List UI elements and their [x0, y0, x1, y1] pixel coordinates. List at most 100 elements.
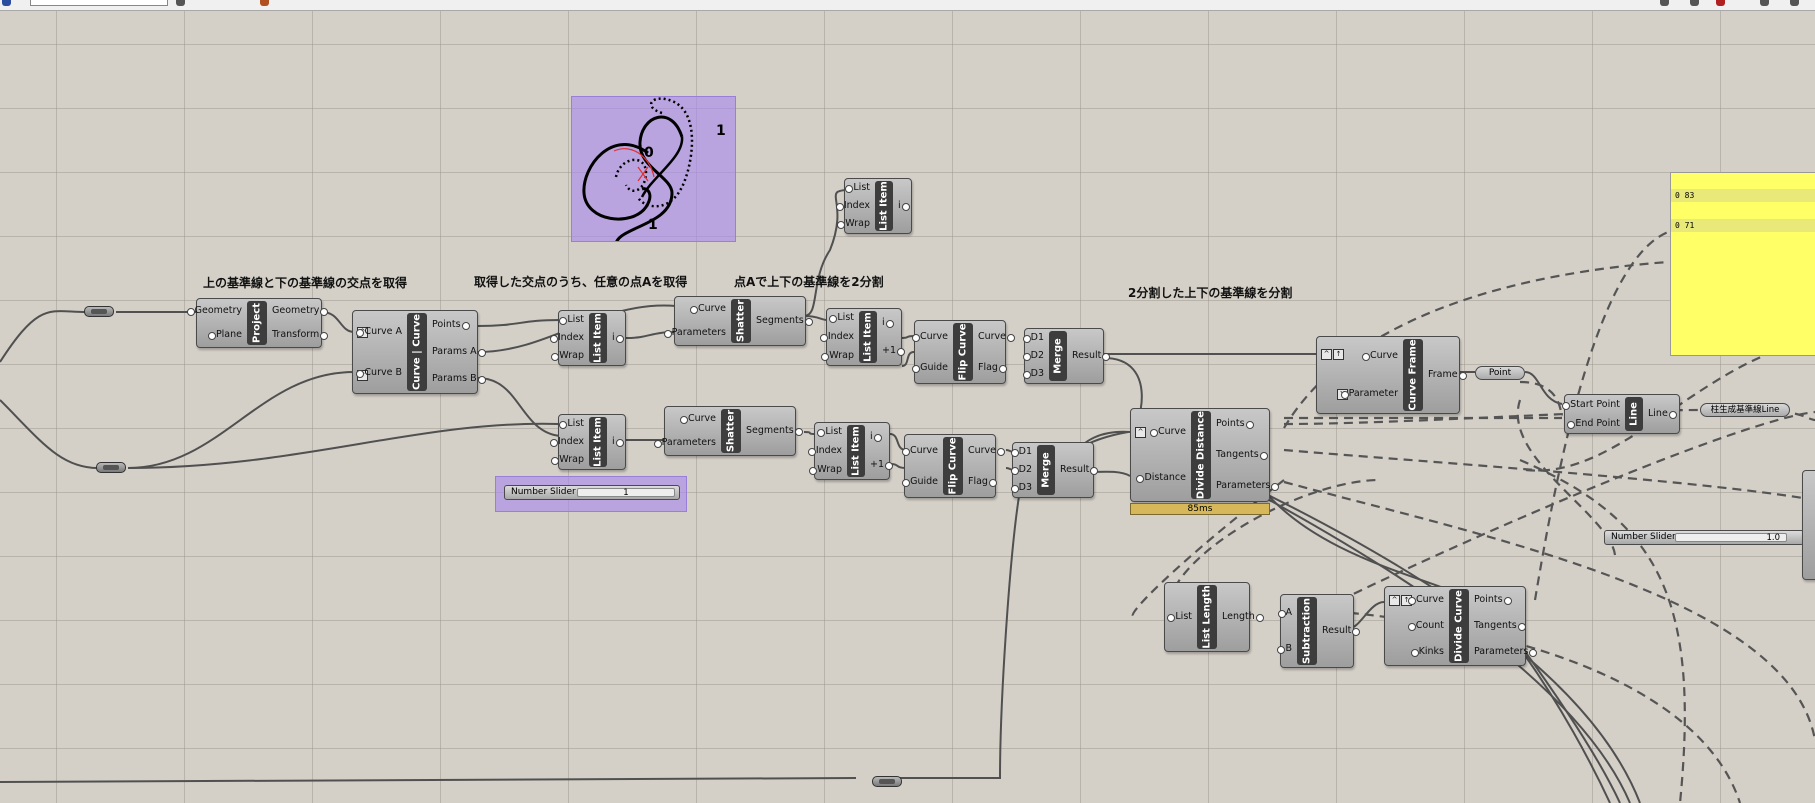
component-list-length[interactable]: List List Length Length	[1164, 582, 1264, 652]
output-params-a[interactable]: Params A	[429, 346, 486, 358]
input-list[interactable]: List	[845, 182, 873, 194]
input-curve-b[interactable]: Curve B	[356, 367, 405, 379]
input-d1[interactable]: D1	[1022, 332, 1047, 344]
input-d3[interactable]: D3	[1010, 482, 1035, 494]
input-start-point[interactable]: Start Point	[1562, 399, 1623, 411]
input-curve-a[interactable]: Curve A	[356, 326, 405, 338]
graft-flag-icon[interactable]: ^	[1389, 595, 1400, 606]
output-params-b[interactable]: Params B	[429, 373, 486, 385]
input-d1[interactable]: D1	[1010, 446, 1035, 458]
search-input[interactable]	[30, 0, 168, 6]
output-segments[interactable]: Segments	[753, 315, 813, 327]
input-index[interactable]: Index	[835, 200, 873, 212]
output-parameters[interactable]: Parameters	[1213, 480, 1280, 492]
input-index[interactable]: Index	[819, 331, 857, 343]
input-plane[interactable]: Plane	[207, 329, 245, 341]
input-curve[interactable]: Curve	[911, 331, 951, 343]
slider-track[interactable]: 1	[577, 488, 675, 498]
input-curve[interactable]: Curve	[689, 303, 729, 315]
output-i[interactable]: i	[879, 317, 894, 329]
input-d3[interactable]: D3	[1022, 368, 1047, 380]
preview-group[interactable]: 0 1 1	[571, 96, 736, 242]
output-curve[interactable]: Curve	[975, 331, 1016, 343]
paint-icon[interactable]	[260, 0, 269, 6]
input-index[interactable]: Index	[549, 436, 587, 448]
output-parameters[interactable]: Parameters	[1471, 646, 1538, 658]
input-guide[interactable]: Guide	[902, 476, 941, 488]
input-kinks[interactable]: Kinks	[1410, 646, 1447, 658]
app-icon[interactable]	[2, 0, 11, 6]
relay-3[interactable]	[872, 776, 902, 787]
graft-flag-icon[interactable]: ^	[1135, 427, 1146, 438]
input-geometry[interactable]: Geometry	[186, 305, 245, 317]
output-result[interactable]: Result	[1319, 625, 1361, 637]
output-plus1[interactable]: +1	[879, 345, 906, 357]
output-result[interactable]: Result	[1057, 464, 1099, 476]
output-tangents[interactable]: Tangents	[1471, 620, 1526, 632]
input-distance[interactable]: Distance	[1136, 472, 1189, 484]
output-line[interactable]: Line	[1645, 408, 1677, 420]
input-index[interactable]: Index	[549, 332, 587, 344]
output-plus1[interactable]: +1	[867, 459, 894, 471]
panel-output[interactable]: 0 83 0 71	[1670, 172, 1815, 356]
output-geometry[interactable]: Geometry	[269, 305, 329, 317]
input-wrap[interactable]: Wrap	[551, 454, 587, 466]
output-tangents[interactable]: Tangents	[1213, 449, 1268, 461]
input-count[interactable]: Count	[1407, 620, 1447, 632]
output-points[interactable]: Points	[1471, 594, 1512, 606]
input-curve[interactable]: Curve	[1149, 426, 1189, 438]
relay-1[interactable]	[84, 306, 114, 317]
output-points[interactable]: Points	[1213, 418, 1254, 430]
input-curve[interactable]: Curve	[1407, 594, 1447, 606]
input-wrap[interactable]: Wrap	[551, 350, 587, 362]
output-length[interactable]: Length	[1219, 611, 1264, 623]
input-list[interactable]: List	[829, 312, 857, 324]
input-parameters[interactable]: Parameters	[663, 327, 729, 339]
window-icon[interactable]	[1790, 0, 1799, 6]
input-d2[interactable]: D2	[1010, 464, 1035, 476]
output-points[interactable]: Points	[429, 319, 470, 331]
relay-2[interactable]	[96, 462, 126, 473]
output-flag[interactable]: Flag	[975, 362, 1007, 374]
output-flag[interactable]: Flag	[965, 476, 997, 488]
output-curve[interactable]: Curve	[965, 445, 1006, 457]
input-list[interactable]: List	[1167, 611, 1195, 623]
input-end-point[interactable]: End Point	[1567, 418, 1623, 430]
input-index[interactable]: Index	[807, 445, 845, 457]
number-slider-distance[interactable]: Number Slider 1.0	[1604, 530, 1804, 545]
input-d2[interactable]: D2	[1022, 350, 1047, 362]
component-partial-right[interactable]	[1802, 470, 1815, 580]
reparam-flag-icon[interactable]: ↑	[1333, 349, 1344, 360]
input-list[interactable]: List	[817, 426, 845, 438]
input-curve[interactable]: Curve	[1361, 350, 1401, 362]
wire-display-icon[interactable]	[1690, 0, 1699, 6]
input-wrap[interactable]: Wrap	[809, 464, 845, 476]
output-segments[interactable]: Segments	[743, 425, 803, 437]
output-i[interactable]: i	[609, 436, 624, 448]
settings-icon[interactable]	[1760, 0, 1769, 6]
input-curve[interactable]: Curve	[901, 445, 941, 457]
input-guide[interactable]: Guide	[912, 362, 951, 374]
output-transform[interactable]: Transform	[269, 329, 329, 341]
param-line[interactable]: 柱生成基準線Line	[1700, 403, 1790, 417]
input-list[interactable]: List	[559, 418, 587, 430]
graft-flag-icon[interactable]: ^	[1321, 349, 1332, 360]
input-curve[interactable]: Curve	[679, 413, 719, 425]
input-list[interactable]: List	[559, 314, 587, 326]
record-icon[interactable]	[1716, 0, 1725, 6]
input-b[interactable]: B	[1277, 643, 1295, 655]
